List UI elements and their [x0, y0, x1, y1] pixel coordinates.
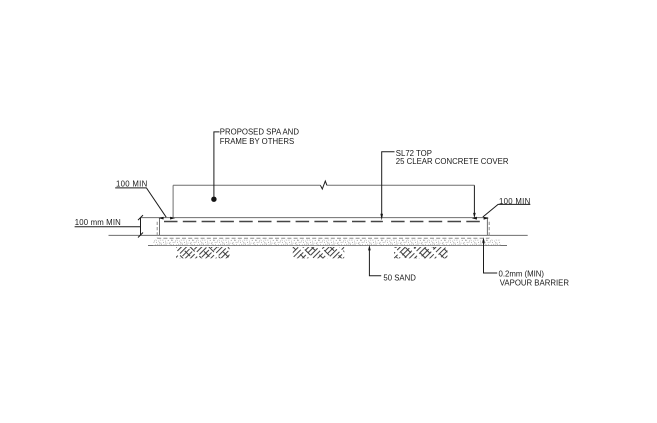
- svg-text:100 MIN: 100 MIN: [116, 180, 148, 189]
- svg-text:PROPOSED SPA AND: PROPOSED SPA AND: [220, 128, 300, 137]
- svg-text:100 MIN: 100 MIN: [499, 197, 531, 206]
- svg-text:0.2mm (MIN): 0.2mm (MIN): [499, 269, 545, 278]
- svg-text:SL72 TOP: SL72 TOP: [396, 149, 432, 158]
- svg-text:50 SAND: 50 SAND: [383, 273, 416, 282]
- svg-text:FRAME BY OTHERS: FRAME BY OTHERS: [220, 137, 294, 146]
- svg-text:25 CLEAR CONCRETE COVER: 25 CLEAR CONCRETE COVER: [396, 157, 509, 166]
- svg-text:VAPOUR BARRIER: VAPOUR BARRIER: [500, 278, 570, 287]
- svg-text:100 mm MIN: 100 mm MIN: [75, 218, 121, 227]
